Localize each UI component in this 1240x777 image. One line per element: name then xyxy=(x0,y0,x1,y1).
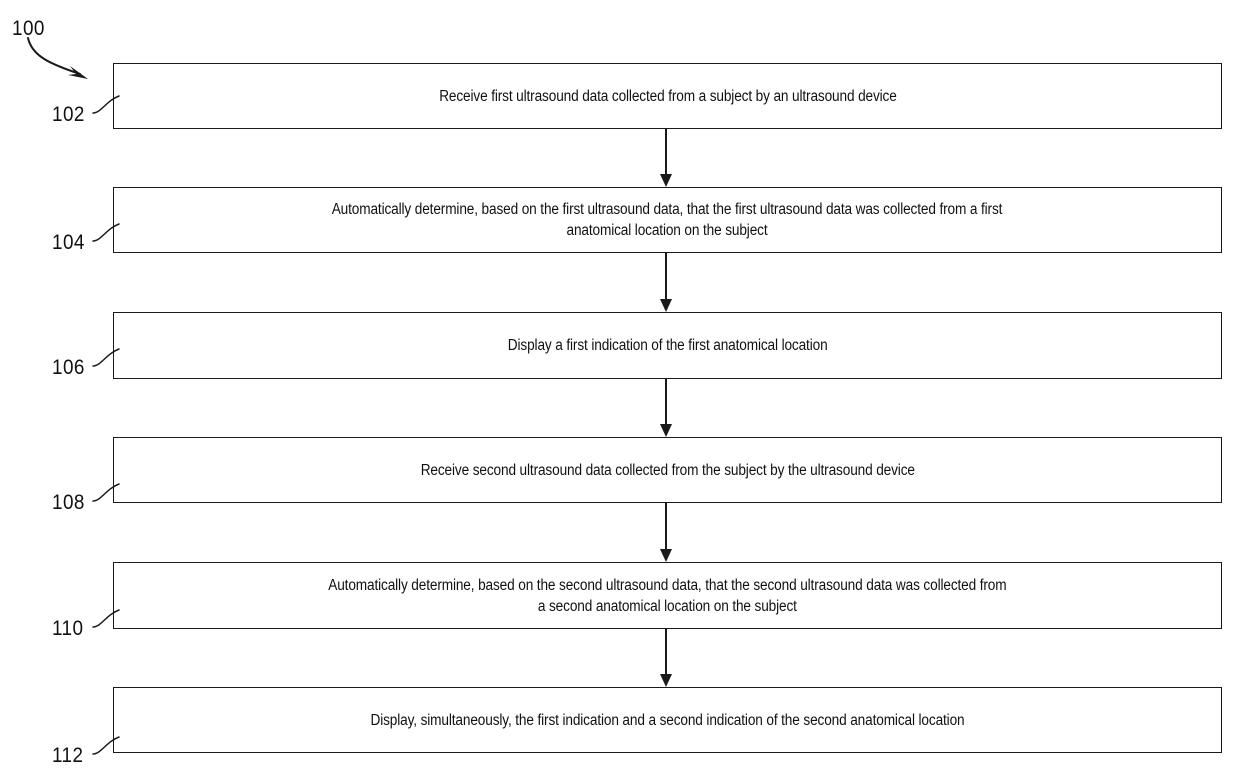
arrowhead-down-icon xyxy=(659,299,672,312)
reference-numeral-106: 106 xyxy=(52,356,85,379)
connector-stem xyxy=(665,253,667,300)
leader-line-110 xyxy=(92,609,120,628)
connector-stem xyxy=(665,129,667,175)
flow-step-text-102: Receive first ultrasound data collected … xyxy=(438,87,897,105)
connector-stem xyxy=(665,629,667,675)
connector-stem xyxy=(665,379,667,425)
connector-arrow-110-to-112 xyxy=(659,629,672,687)
arrowhead-down-icon xyxy=(659,549,672,562)
figure-label-arrow-icon xyxy=(27,37,88,79)
reference-numeral-102: 102 xyxy=(52,103,85,126)
reference-numeral-112: 112 xyxy=(52,744,84,767)
flow-step-box-104[interactable]: Automatically determine, based on the fi… xyxy=(113,187,1222,253)
flow-step-text-108: Receive second ultrasound data collected… xyxy=(420,461,915,479)
leader-line-106 xyxy=(92,348,120,367)
flow-step-text-112: Display, simultaneously, the first indic… xyxy=(370,711,965,729)
connector-stem xyxy=(665,503,667,550)
leader-line-104 xyxy=(92,223,120,242)
leader-line-112 xyxy=(92,736,120,755)
connector-arrow-108-to-110 xyxy=(659,503,672,562)
flow-step-box-112[interactable]: Display, simultaneously, the first indic… xyxy=(113,687,1222,753)
leader-line-102 xyxy=(92,95,120,114)
arrowhead-down-icon xyxy=(659,674,672,687)
arrowhead-down-icon xyxy=(659,424,672,437)
connector-arrow-104-to-106 xyxy=(659,253,672,312)
connector-arrow-106-to-108 xyxy=(659,379,672,437)
connector-arrow-102-to-104 xyxy=(659,129,672,187)
reference-numeral-104: 104 xyxy=(52,231,85,254)
flow-step-text-110: Automatically determine, based on the se… xyxy=(328,576,1007,615)
reference-numeral-110: 110 xyxy=(52,617,84,640)
flow-step-text-104: Automatically determine, based on the fi… xyxy=(332,201,1003,239)
flow-step-box-110[interactable]: Automatically determine, based on the se… xyxy=(113,562,1222,629)
arrowhead-down-icon xyxy=(659,174,672,187)
figure-label-100: 100 xyxy=(12,17,45,40)
flow-step-box-108[interactable]: Receive second ultrasound data collected… xyxy=(113,437,1222,503)
flow-step-text-106: Display a first indication of the first … xyxy=(507,337,828,354)
reference-numeral-108: 108 xyxy=(52,491,85,514)
flow-step-box-106[interactable]: Display a first indication of the first … xyxy=(113,312,1222,379)
flow-step-box-102[interactable]: Receive first ultrasound data collected … xyxy=(113,63,1222,129)
leader-line-108 xyxy=(92,483,120,502)
